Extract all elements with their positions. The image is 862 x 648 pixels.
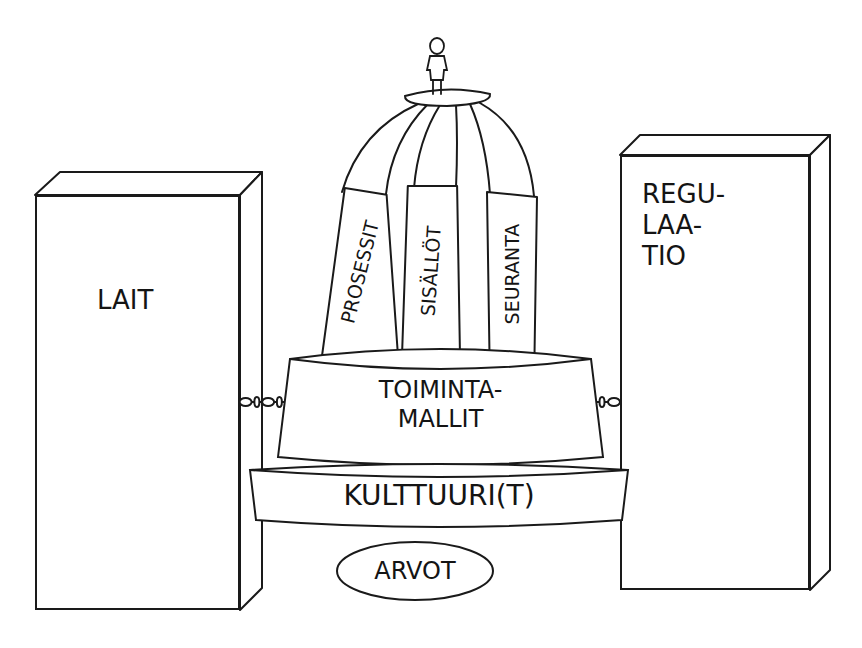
law-block: LAIT bbox=[35, 195, 240, 610]
box-side-face bbox=[810, 135, 830, 590]
node-label: REGU- LAA- TIO bbox=[642, 179, 742, 273]
arch-line bbox=[414, 105, 440, 188]
band-outline bbox=[250, 464, 628, 527]
box-side-face bbox=[240, 172, 262, 610]
box-top-face bbox=[620, 135, 830, 155]
pillar-outline bbox=[487, 192, 537, 355]
person-figure bbox=[427, 38, 447, 94]
pillar: SEURANTA bbox=[487, 192, 537, 355]
pillar-outline bbox=[402, 186, 460, 356]
node-label: SEURANTA bbox=[501, 223, 524, 324]
figure-head bbox=[430, 38, 444, 54]
pillar-outline bbox=[322, 188, 398, 356]
chain-connector bbox=[596, 397, 620, 407]
arch-line bbox=[480, 103, 534, 196]
pedestal: TOIMINTA- MALLIT bbox=[278, 345, 603, 465]
values-ellipse: ARVOT bbox=[335, 540, 495, 602]
pillar: SISÄLLÖT bbox=[402, 186, 460, 356]
chain-link bbox=[600, 397, 605, 407]
arch-line bbox=[470, 104, 490, 194]
box-top-face bbox=[35, 172, 262, 195]
figure-legs bbox=[433, 80, 441, 94]
node-label: LAIT bbox=[97, 285, 153, 316]
chain-connector bbox=[240, 397, 285, 407]
top-platform bbox=[405, 89, 490, 106]
chain-link bbox=[254, 397, 259, 407]
pedestal-rim bbox=[290, 359, 591, 369]
chain-link bbox=[608, 398, 620, 406]
arch-line bbox=[456, 105, 457, 188]
chain-link bbox=[262, 398, 274, 406]
chain-link bbox=[240, 398, 252, 406]
chain-link bbox=[277, 397, 282, 407]
arch-line bbox=[342, 104, 418, 192]
law-block-shape bbox=[37, 197, 242, 612]
ellipse-outline bbox=[337, 542, 493, 600]
regulation-block: REGU- LAA- TIO bbox=[620, 155, 810, 590]
culture-band: KULTTUURI(T) bbox=[250, 462, 628, 530]
node-label: KULTTUURI(T) bbox=[343, 479, 534, 513]
node-label: TOIMINTA- MALLIT bbox=[356, 376, 526, 434]
node-label: ARVOT bbox=[374, 557, 455, 586]
figure-body bbox=[427, 56, 447, 80]
band-rim bbox=[250, 470, 628, 477]
pedestal-outline bbox=[278, 349, 603, 465]
pillar: PROSESSIT bbox=[322, 188, 398, 356]
